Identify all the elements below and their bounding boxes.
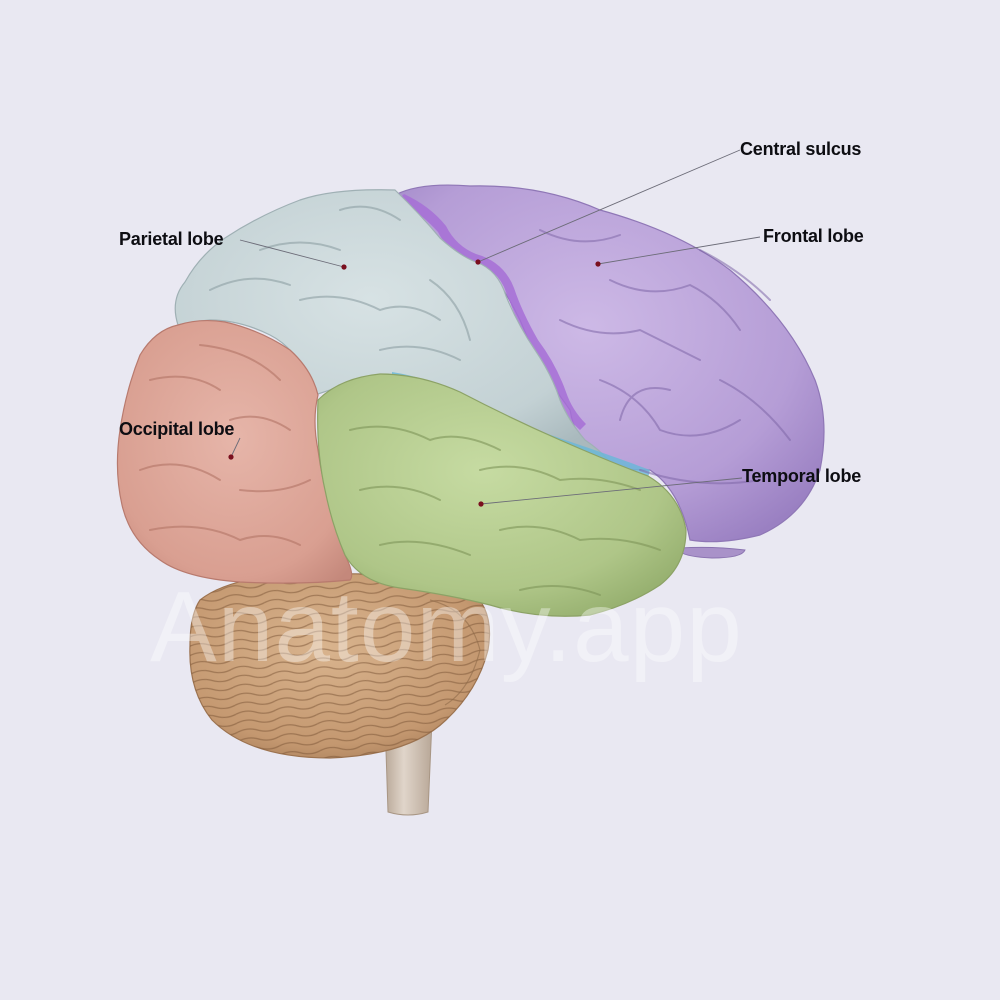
label-central-sulcus: Central sulcus (740, 139, 862, 159)
marker-central-sulcus (475, 259, 481, 265)
marker-temporal-lobe (478, 501, 484, 507)
leader-line-frontal-lobe (597, 236, 761, 265)
label-parietal-lobe: Parietal lobe (119, 229, 224, 249)
parietal-lobe-region (174, 189, 612, 463)
label-frontal-lobe: Frontal lobe (763, 226, 864, 246)
leader-line-central-sulcus (477, 149, 741, 263)
marker-parietal-lobe (341, 264, 347, 270)
label-temporal-lobe: Temporal lobe (742, 466, 862, 486)
central-sulcus-band (398, 194, 586, 430)
label-occipital-lobe: Occipital lobe (119, 419, 235, 439)
cerebellum (189, 573, 491, 759)
leader-line-parietal-lobe (239, 239, 345, 268)
marker-frontal-lobe (595, 261, 601, 267)
occipital-lobe-region (116, 319, 353, 584)
temporal-lobe-region (317, 373, 687, 617)
marker-occipital-lobe (228, 454, 234, 460)
marker-dots (228, 259, 601, 507)
leader-line-temporal-lobe (480, 477, 743, 505)
leader-line-occipital-lobe (230, 437, 241, 458)
watermark: Anatomy.app (150, 571, 743, 683)
leader-lines (230, 149, 761, 505)
